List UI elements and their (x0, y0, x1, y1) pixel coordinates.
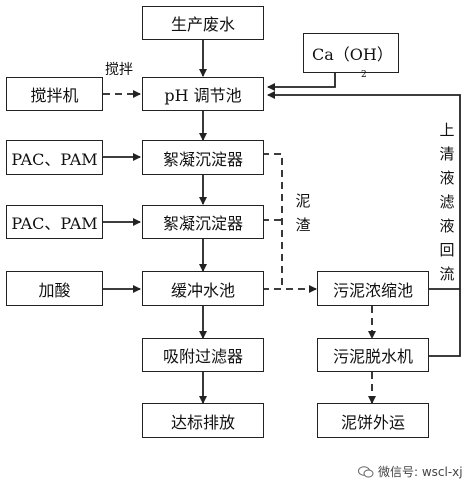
pac-pam-2-box: PAC、PAM (6, 205, 103, 239)
caoh-label: Ca（OH） (312, 45, 393, 64)
sludge-cake-box: 泥饼外运 (317, 403, 429, 438)
acid-box: 加酸 (6, 271, 103, 306)
floc-settler-1-box: 絮凝沉淀器 (142, 140, 264, 175)
wastewater-box: 生产废水 (142, 6, 264, 40)
discharge-box: 达标排放 (142, 403, 264, 438)
sludge-thickener-box: 污泥浓缩池 (317, 271, 429, 306)
caoh-subscript: 2 (361, 70, 367, 80)
mixer-box: 搅拌机 (6, 77, 103, 111)
watermark: 微信号: wscl-xj (358, 463, 463, 480)
ph-adjust-tank-box: pH 调节池 (142, 77, 264, 111)
sludge-dewater-box: 污泥脱水机 (317, 338, 429, 372)
floc-settler-2-box: 絮凝沉淀器 (142, 205, 264, 239)
buffer-tank-box: 缓冲水池 (142, 271, 264, 306)
dashed-sludge-collector (262, 153, 283, 289)
wechat-icon (358, 465, 374, 478)
pac-pam-1-box: PAC、PAM (6, 140, 103, 175)
sludge-label: 泥 渣 (295, 192, 311, 234)
caoh-box: Ca（OH） (303, 33, 399, 73)
watermark-text: 微信号: wscl-xj (378, 465, 463, 479)
return-flow-label: 上 清 液 滤 液 回 流 (439, 121, 455, 283)
arrow-caoh-to-ph (267, 72, 336, 91)
return-line-main (267, 91, 461, 357)
mixer-arrow-label: 搅拌 (105, 62, 133, 78)
adsorption-filter-box: 吸附过滤器 (142, 338, 264, 372)
